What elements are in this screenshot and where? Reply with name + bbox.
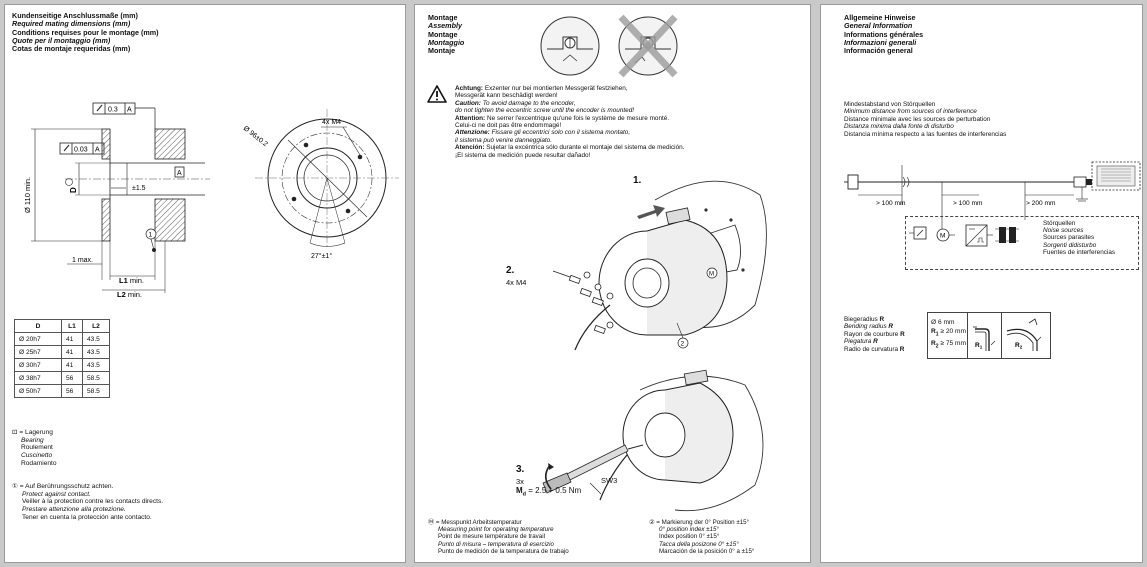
l1-label: L1 — [119, 276, 128, 285]
offset-tolerance: ±1.5 — [132, 185, 146, 192]
one-max-label: 1 max. — [72, 257, 93, 264]
datum-a: A — [177, 170, 182, 177]
page-mating-dimensions: Kundenseitige Anschlussmaße (mm) Require… — [4, 4, 406, 563]
svg-text:M: M — [940, 233, 945, 240]
step-3-label: 3. — [516, 464, 525, 475]
col-header-l1: L1 — [61, 319, 83, 333]
heading-assembly: Montage Assembly Montage Montaggio Monta… — [428, 13, 465, 56]
l2-label: L2 — [117, 290, 126, 299]
warning-text: Achtung: Exzenter nur bei montierten Mes… — [455, 85, 685, 159]
wrench-size: SW3 — [601, 476, 618, 485]
svg-text:L2 min.: L2 min. — [117, 290, 142, 299]
dia-d-label: D — [69, 187, 78, 193]
tightening-torque: Md = 2.5 + 0.5 Nm — [516, 486, 582, 498]
marker-1: 1 — [149, 232, 153, 239]
dia-110-label: Ø 110 min. — [23, 177, 32, 213]
bend-r2-icon: R2 — [1006, 318, 1042, 351]
step-2-label: 2. — [506, 265, 515, 276]
bending-radius-table — [927, 312, 1051, 359]
marker-m: M — [709, 272, 714, 278]
encoder-block — [847, 174, 859, 190]
thread-label: 4x M4 — [322, 119, 341, 126]
footnote-zero-position: ② = Markierung der 0° Position ±15° 0° p… — [649, 519, 755, 555]
bend-r1-icon: R1 — [973, 326, 996, 351]
footnote-measuring-point: Ⓜ = Messpunkt Arbeitstemperatur Measurin… — [428, 519, 569, 555]
step-2-screws: 4x M4 — [506, 278, 527, 287]
runout-ref: A — [127, 107, 132, 114]
distance-3: > 200 mm — [1026, 200, 1056, 207]
page-general-information: Allgemeine Hinweise General Information … — [820, 4, 1143, 563]
coax-value: 0.03 — [74, 147, 88, 154]
contact-symbol: ① — [12, 483, 18, 490]
svg-text:R2: R2 — [1015, 342, 1023, 350]
shaft-section-drawing: 0.3 A 0.03 A A ±1.5 — [23, 102, 210, 299]
min-distance-text: Mindestabstand von Störquellen Minimum d… — [844, 101, 1007, 138]
interference-distance-diagram: > 100 mm > 100 mm > 200 mm M — [844, 161, 1141, 247]
runout-value: 0.3 — [108, 107, 118, 114]
encoder-mount-illustration: M 2 — [542, 180, 767, 512]
bending-radius-text: Biegeradius R Bending radius R Rayon de … — [844, 316, 905, 353]
noise-sources-label: Störquellen Noise sources Sources parasi… — [1043, 220, 1116, 256]
marker-2: 2 — [681, 341, 685, 348]
svg-text:R1: R1 — [975, 342, 983, 350]
flange-front-view: Ø 96±0.2 4x M4 27°±1° — [242, 109, 399, 260]
distance-2: > 100 mm — [953, 200, 983, 207]
angle-label: 27°±1° — [311, 252, 332, 260]
transformer-icon — [995, 227, 1019, 243]
heading-mating-dimensions: Kundenseitige Anschlussmaße (mm) Require… — [12, 11, 159, 54]
bearing-symbol: ⊡ — [12, 429, 18, 436]
warning-icon — [427, 85, 447, 103]
svg-text:L1 min.: L1 min. — [119, 276, 144, 285]
housing-upper — [154, 128, 186, 160]
housing-lower — [154, 198, 186, 242]
distance-1: > 100 mm — [876, 200, 906, 207]
col-header-d: D — [14, 319, 62, 333]
assembly-wrong-icon — [618, 14, 678, 78]
pitch-dia-label: Ø 96±0.2 — [242, 125, 269, 148]
heading-general-info: Allgemeine Hinweise General Information … — [844, 13, 924, 56]
coax-ref: A — [95, 147, 100, 154]
assembly-correct-icon — [540, 16, 600, 76]
flange-lower — [101, 198, 111, 242]
radius-values: Ø 6 mm R1 ≥ 20 mm R2 ≥ 75 mm — [931, 319, 966, 350]
step-3-count: 3x — [516, 477, 524, 486]
step-1-label: 1. — [633, 175, 642, 186]
page-assembly: Montage Assembly Montage Montaggio Monta… — [414, 4, 811, 563]
bearing-legend: ⊡ = Lagerung Bearing Roulement Cuscinett… — [12, 429, 57, 467]
noise-sources-box — [905, 216, 1139, 270]
col-header-l2: L2 — [82, 319, 110, 333]
cable-diameter: Ø 6 mm — [931, 319, 955, 326]
contact-legend: ① = Auf Berührungsschutz achten. Protect… — [12, 483, 164, 521]
runout-tolerance-frame: 0.3 A — [92, 102, 156, 129]
flange-upper — [101, 128, 111, 160]
